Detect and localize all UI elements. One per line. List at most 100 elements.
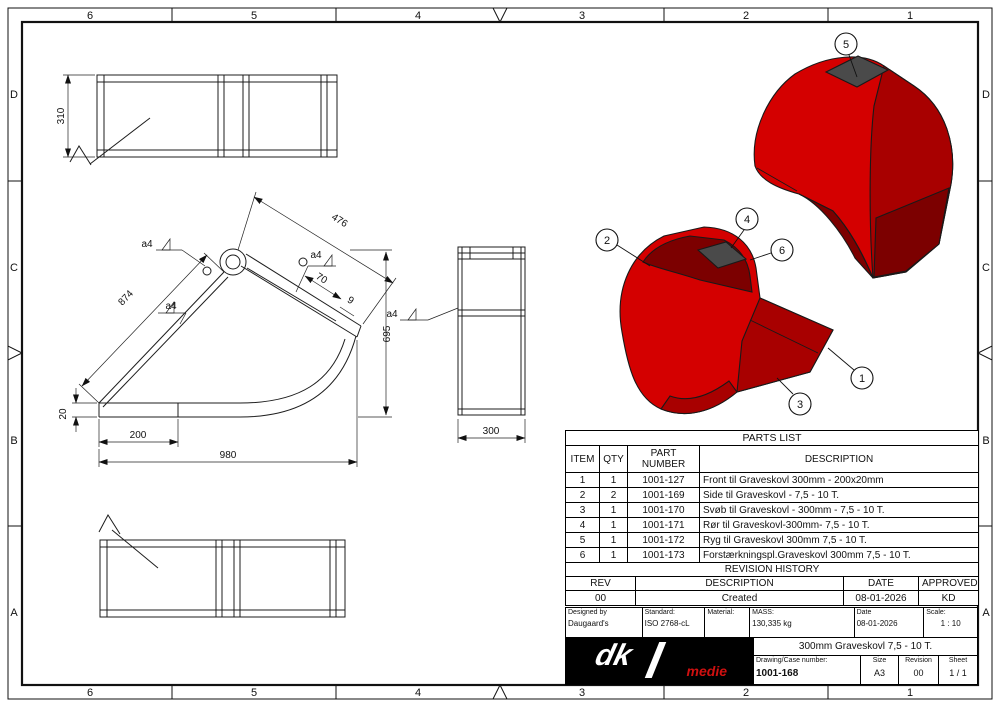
part-item: 2 [565,487,600,503]
date-label: Date [856,609,872,616]
date-cell: Date 08-01-2026 [855,608,925,637]
grid-row-label: B [10,435,17,447]
designed-by-cell: Designed by Daugaard's [566,608,643,637]
part-desc: Forstærkningspl.Graveskovl 300mm 7,5 - 1… [698,547,980,563]
grid-labels: 6 5 4 3 2 1 6 5 4 3 2 1 D C B A D C B A [10,10,990,699]
scale-label: Scale: [926,609,946,616]
part-number: 1001-169 [627,487,700,503]
balloon-5: 5 [834,32,858,78]
grid-col-label: 2 [743,10,749,22]
dim-70: 70 [314,271,330,286]
dim-9: 9 [345,295,356,308]
grid-row-label: A [10,607,18,619]
grid-col-label: 6 [87,687,93,699]
grid-row-label: D [10,89,18,101]
svg-text:6: 6 [779,245,785,257]
parts-list-header-row: ITEM QTY PART NUMBER DESCRIPTION [565,445,980,473]
part-desc: Svøb til Graveskovl - 300mm - 7,5 - 10 T… [698,502,980,518]
part-qty: 1 [599,547,628,563]
front-bucket-bottom-shadow [660,380,738,415]
grid-col-label: 5 [251,687,257,699]
dim-20: 20 [58,408,69,420]
balloon-1: 1 [827,347,874,390]
balloon-3: 3 [776,377,812,416]
center-mark-right [976,345,993,361]
rev-description: Created [635,590,844,606]
balloon-2: 2 [595,228,651,267]
svg-text:a4: a4 [141,239,153,250]
top-view [69,74,338,166]
mass-value: 130,335 kg [752,619,792,628]
size-label: Size [872,657,887,664]
grid-col-label: 3 [579,687,585,699]
company-logo: dk medie [566,638,754,684]
grid-row-label: B [982,435,989,447]
col-rev: REV [565,576,636,591]
revision-value: 00 [913,668,924,678]
front-bucket-lip-plate [736,297,834,393]
rev-date: 08-01-2026 [843,590,919,606]
logo-secondary-text: medie [686,663,727,679]
weld-symbol: a4 [158,300,187,325]
designed-by-value: Daugaard's [568,619,609,628]
front-view [457,246,526,416]
logo-primary-text: dk [592,639,636,672]
iso-front-view [619,226,834,415]
part-qty: 1 [599,532,628,548]
logo-mark [644,642,667,678]
part-desc: Side til Graveskovl - 7,5 - 10 T. [698,487,980,503]
grid-row-label: A [982,607,990,619]
mass-label: MASS: [752,609,774,616]
title-block: Designed by Daugaard's Standard: ISO 276… [565,607,978,685]
col-rev-date: DATE [843,576,919,591]
part-number: 1001-172 [627,532,700,548]
col-description: DESCRIPTION [698,445,980,473]
svg-text:3: 3 [797,399,803,411]
svg-text:a4: a4 [310,250,322,261]
revision-row: 00 Created 08-01-2026 KD [565,590,980,606]
center-mark-top [492,7,508,24]
svg-text:4: 4 [744,214,750,226]
bottom-view [98,514,346,618]
rear-bucket-shadow [798,193,874,279]
grid-row-label: C [10,262,18,274]
standard-value: ISO 2768-cL [644,619,690,628]
balloon-callouts: 5 2 4 6 1 3 [595,32,874,416]
part-item: 3 [565,502,600,518]
front-bucket-pipe [696,241,748,269]
size-cell: Size A3 [861,656,899,684]
case-number-label: Drawing/Case number: [756,657,828,664]
svg-text:1: 1 [859,373,865,385]
part-number: 1001-171 [627,517,700,533]
scale-cell: Scale: 1 : 10 [924,608,977,637]
title-block-info-row: Designed by Daugaard's Standard: ISO 276… [566,608,977,638]
mass-cell: MASS: 130,335 kg [750,608,855,637]
parts-row: 4 1 1001-171 Rør til Graveskovl-300mm- 7… [565,517,980,533]
grid-row-label: C [982,262,990,274]
revision-label: Revision [905,657,932,664]
surface-finish-icon [98,514,121,535]
material-cell: Material: [705,608,751,637]
dim-874: 874 [116,288,136,308]
part-item: 6 [565,547,600,563]
part-number: 1001-127 [627,472,700,488]
surface-finish-icon [69,145,92,166]
standard-label: Standard: [644,609,675,616]
rear-bucket-pipe-cap [824,55,890,88]
revision-cell: Revision 00 [899,656,939,684]
grid-row-label: D [982,89,990,101]
svg-text:5: 5 [843,39,849,51]
weld-symbol: a4 [386,307,459,321]
dim-310: 310 [56,107,67,124]
grid-col-label: 4 [415,10,421,22]
designed-by-label: Designed by [568,609,607,616]
parts-list-title: PARTS LIST [564,430,980,446]
material-label: Material: [707,609,735,616]
date-value: 08-01-2026 [856,619,898,628]
dim-980: 980 [220,450,237,461]
grid-col-label: 6 [87,10,93,22]
case-number-value: 1001-168 [756,668,799,679]
title-block-main-row: dk medie 300mm Graveskovl 7,5 - 10 T. Dr… [566,638,977,684]
dim-476: 476 [329,212,349,230]
revision-history-table: REVISION HISTORY REV DESCRIPTION DATE AP… [564,562,980,606]
